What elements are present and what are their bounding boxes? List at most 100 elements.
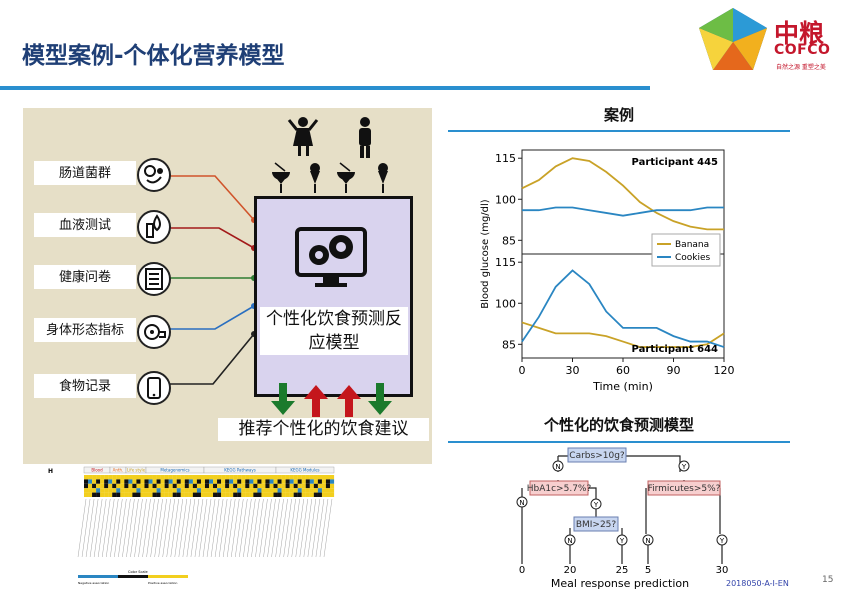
heatmap-cell <box>237 475 242 480</box>
heatmap-cell <box>108 492 113 497</box>
heatmap-cell <box>180 492 185 497</box>
heatmap-cell <box>136 492 141 497</box>
heatmap-feature-tick <box>287 498 296 558</box>
heatmap-feature-tick <box>110 498 119 558</box>
heatmap-cell <box>317 475 323 480</box>
heatmap-cell <box>100 479 105 484</box>
cofco-logo-icon <box>699 8 767 70</box>
heatmap-cell <box>116 492 121 497</box>
tree-node-hba1c <box>529 480 589 496</box>
heatmap-cell <box>321 475 327 480</box>
heatmap-cell <box>144 479 149 484</box>
heatmap-cell <box>297 479 302 484</box>
heatmap-feature-tick <box>98 498 107 558</box>
heatmap-cell <box>245 475 250 480</box>
heatmap-cell <box>249 475 254 480</box>
heatmap-feature-tick <box>275 498 284 558</box>
heatmap-cell <box>96 475 101 480</box>
heatmap-cell <box>132 483 137 489</box>
heatmap-feature-tick <box>158 498 167 558</box>
heatmap-cell <box>241 492 246 497</box>
heatmap-cell <box>176 475 181 480</box>
heatmap-cell <box>104 479 109 484</box>
heatmap-cell <box>96 492 101 497</box>
heatmap-feature-tick <box>279 498 288 558</box>
heatmap-cell <box>317 479 323 484</box>
page-number: 15 <box>822 575 834 585</box>
heatmap-cell <box>84 488 89 493</box>
heatmap-cell <box>293 475 298 480</box>
heatmap-cell <box>305 483 310 489</box>
heatmap-cell <box>305 475 310 480</box>
heatmap-cell <box>305 492 310 497</box>
heatmap-cell <box>96 479 101 484</box>
heatmap-cell <box>265 492 270 497</box>
heatmap-cell <box>309 488 314 493</box>
tree-section-title: 个性化的饮食预测模型 <box>543 416 694 434</box>
ice-cream-icon <box>378 163 388 193</box>
heatmap-cell <box>100 475 105 480</box>
connector-line <box>170 333 255 385</box>
tree-leaf-value: 5 <box>645 565 651 576</box>
heatmap-cell <box>213 483 218 489</box>
heatmap-cell <box>188 479 193 484</box>
heatmap-cell <box>152 488 157 493</box>
heatmap-cell <box>269 475 274 480</box>
heatmap-cell <box>317 492 323 497</box>
heatmap-cell <box>277 475 282 480</box>
series-line-cookies <box>521 269 725 348</box>
heatmap-cell <box>168 479 173 484</box>
heatmap-cell <box>253 475 258 480</box>
heatmap-feature-tick <box>283 498 292 558</box>
heatmap-feature-tick <box>218 498 228 558</box>
heatmap-cell <box>301 483 306 489</box>
heatmap-cell <box>293 492 298 497</box>
heatmap-cell <box>164 488 169 493</box>
heatmap-cell <box>277 483 282 489</box>
heatmap-cell <box>253 492 258 497</box>
heatmap-cell <box>229 483 234 489</box>
heatmap-cell <box>112 475 117 480</box>
heatmap-cell <box>104 475 109 480</box>
heatmap-cell <box>225 483 230 489</box>
heatmap-cell <box>225 488 230 493</box>
heatmap-cell <box>301 475 306 480</box>
heatmap-cell <box>92 492 97 497</box>
tree-edge-no <box>564 534 576 546</box>
heatmap-cell <box>209 475 214 480</box>
heatmap-cell <box>253 483 258 489</box>
heatmap-cell <box>148 492 153 497</box>
heatmap-feature-tick <box>182 498 192 558</box>
heatmap-cell <box>237 488 242 493</box>
heatmap-cell <box>253 479 258 484</box>
heatmap-cell <box>180 483 185 489</box>
heatmap-cell <box>92 479 97 484</box>
footer-code: 2018050-A-I-EN <box>726 579 789 588</box>
heatmap-cell <box>289 488 294 493</box>
heatmap-cell <box>301 492 306 497</box>
heatmap-group-header <box>275 466 335 474</box>
output-arrows <box>271 383 392 417</box>
down-arrow-icon <box>271 383 295 415</box>
heatmap-cell <box>132 479 137 484</box>
tree-edge-yes <box>716 534 728 546</box>
connector-line <box>170 175 255 221</box>
heatmap-cell <box>221 483 226 489</box>
heatmap-cell <box>124 492 129 497</box>
heatmap-feature-tick <box>223 498 232 558</box>
heatmap-cell <box>241 475 246 480</box>
heatmap-group-label: KEGG Modules <box>290 468 319 473</box>
heatmap-cell <box>233 475 238 480</box>
heatmap-cell <box>257 492 262 497</box>
heatmap-cell <box>325 479 331 484</box>
svg-text:Positive association: Positive association <box>148 581 177 585</box>
heatmap-cell <box>293 479 298 484</box>
svg-text:Negative association: Negative association <box>78 581 109 585</box>
heatmap-cell <box>84 479 89 484</box>
heatmap-cell <box>152 483 157 489</box>
heatmap-cell <box>156 483 161 489</box>
tree-axis-label: Meal response prediction <box>551 577 689 589</box>
down-arrow-icon <box>368 383 392 415</box>
